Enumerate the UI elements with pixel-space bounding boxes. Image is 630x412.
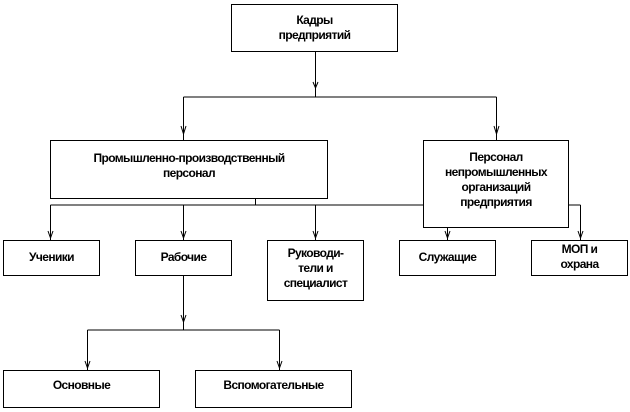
node-main: Основные (3, 370, 160, 408)
node-apprentices-label: Ученики (29, 250, 75, 264)
node-main-label: Основные (52, 378, 111, 392)
node-auxiliary-label: Вспомогательные (223, 378, 324, 392)
node-mop-label: МОП и охрана (560, 242, 599, 271)
node-managers: Руководи- тели и специалист (267, 240, 364, 301)
node-mop: МОП и охрана (531, 240, 628, 276)
node-root-label: Кадры предприятий (278, 13, 351, 42)
node-employees-label: Служащие (418, 250, 477, 264)
node-employees: Служащие (399, 240, 496, 276)
node-managers-label: Руководи- тели и специалист (283, 246, 348, 290)
node-nonindustrial-label: Персонал непромышленных организаций пред… (445, 150, 548, 209)
arrowheads (47, 81, 584, 370)
node-workers: Рабочие (135, 240, 232, 276)
node-apprentices: Ученики (3, 240, 100, 276)
edge-workers (87, 275, 280, 370)
node-root: Кадры предприятий (231, 4, 398, 52)
node-workers-label: Рабочие (160, 250, 207, 264)
node-nonindustrial: Персонал непромышленных организаций пред… (423, 140, 569, 228)
node-auxiliary: Вспомогательные (195, 370, 352, 408)
node-industrial: Промышленно-производственный персонал (50, 140, 328, 199)
edge-root (183, 51, 497, 140)
node-industrial-label: Промышленно-производственный персонал (93, 151, 285, 180)
